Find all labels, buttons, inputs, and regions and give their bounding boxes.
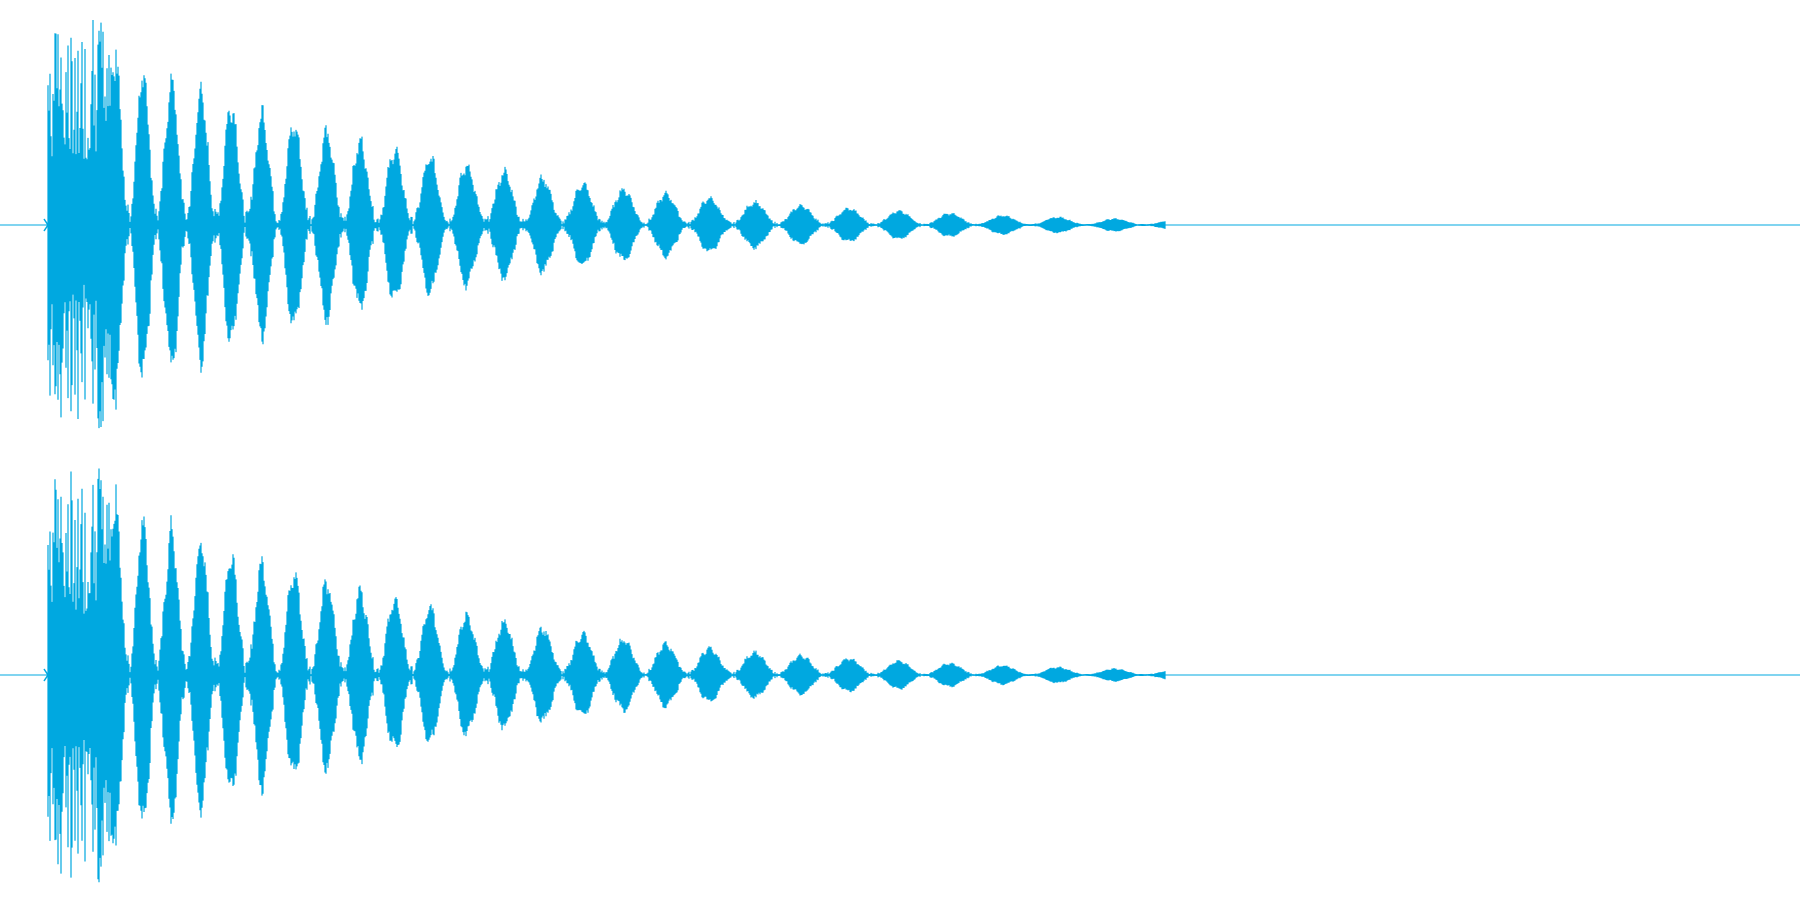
waveform-channel-2: [0, 468, 1800, 883]
waveform-signal: [47, 20, 1166, 429]
onset-marker: [43, 668, 49, 682]
onset-marker: [43, 218, 49, 232]
waveform-signal: [47, 468, 1166, 883]
waveform-channel-1: [0, 20, 1800, 429]
